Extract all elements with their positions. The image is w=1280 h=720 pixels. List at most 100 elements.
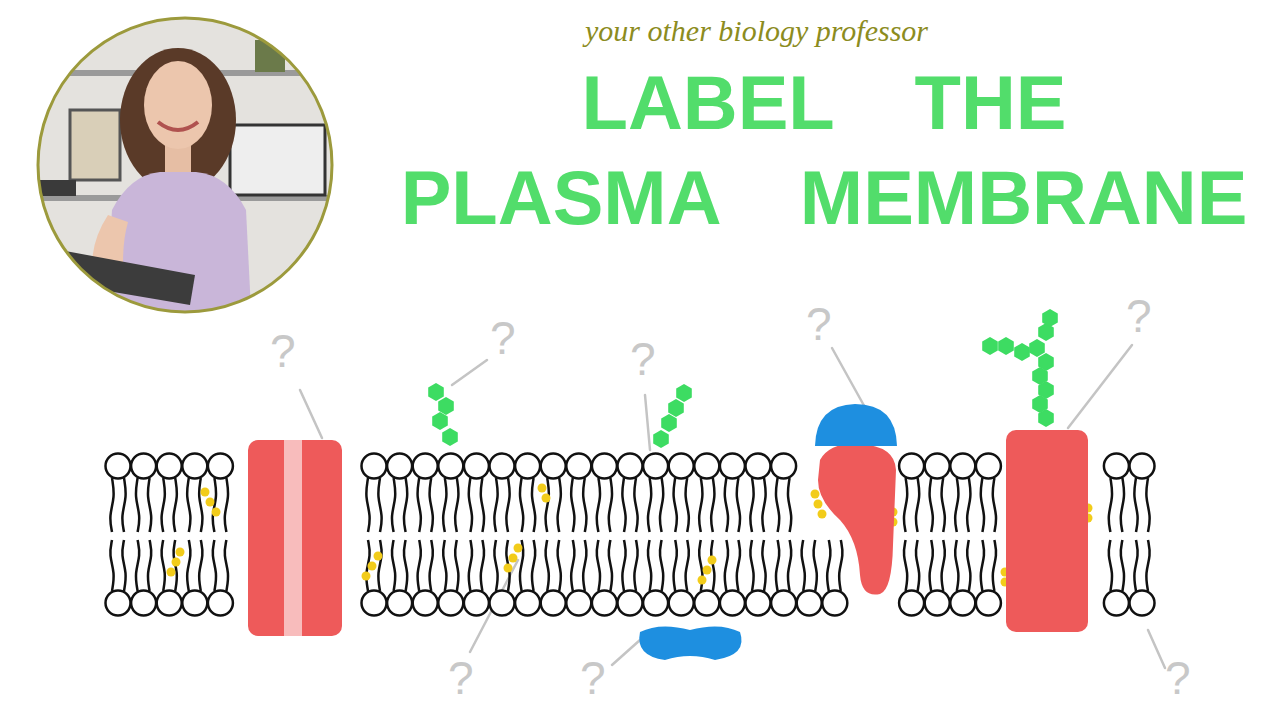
fatty-acid-tail [1134, 478, 1137, 532]
question-mark: ? [1126, 290, 1152, 343]
fatty-acid-tail [634, 478, 637, 532]
phospholipid-head [746, 591, 771, 616]
cholesterol [212, 508, 221, 517]
cholesterol [176, 548, 185, 557]
fatty-acid-tail [737, 540, 740, 591]
phospholipid-head [925, 454, 950, 479]
fatty-acid-tail [418, 478, 421, 532]
fatty-acid-tail [1109, 540, 1112, 591]
phospholipid-head [694, 454, 719, 479]
phospholipid-head [643, 454, 668, 479]
fatty-acid-tail [967, 540, 970, 591]
sugar-unit [982, 337, 998, 355]
fatty-acid-tail [916, 540, 919, 591]
fatty-acid-tail [686, 478, 689, 532]
fatty-acid-tail [455, 478, 458, 532]
fatty-acid-tail [955, 540, 958, 591]
phospholipid-head [490, 454, 515, 479]
presenter-photo [30, 10, 350, 330]
fatty-acid-tail [532, 540, 535, 591]
phospholipid-head [618, 591, 643, 616]
phospholipid-head [515, 591, 540, 616]
fatty-acid-tail [942, 478, 945, 532]
fatty-acid-tail [469, 478, 472, 532]
sugar-unit [1038, 353, 1054, 371]
page-title: LABEL THE PLASMA MEMBRANE [390, 55, 1258, 245]
fatty-acid-tail [802, 540, 805, 591]
fatty-acid-tail [725, 540, 728, 591]
phospholipid-head [413, 454, 438, 479]
leader-lines [300, 345, 1165, 668]
fatty-acid-tail [481, 540, 484, 591]
question-mark: ? [490, 312, 516, 365]
fatty-acid-tail [788, 478, 791, 532]
phospholipid-head [566, 454, 591, 479]
fatty-acid-tail [967, 478, 970, 532]
fatty-acid-tail [378, 540, 381, 591]
photo-border [38, 18, 332, 312]
fatty-acid-tail [481, 478, 484, 532]
fatty-acid-tail [583, 540, 586, 591]
fatty-acid-tail [469, 540, 472, 591]
phospholipid-head [387, 591, 412, 616]
fatty-acid-tail [981, 540, 984, 591]
fatty-acid-tail [725, 478, 728, 532]
photo-background [30, 10, 350, 330]
fatty-acid-tail [1146, 540, 1149, 591]
leader-line [612, 640, 640, 665]
question-mark: ? [806, 298, 832, 351]
fatty-acid-tail [558, 478, 561, 532]
phospholipid-head [771, 454, 796, 479]
fatty-acid-tail [174, 478, 177, 532]
cholesterol [504, 564, 513, 573]
phospholipid-head [746, 454, 771, 479]
phospholipid-head [771, 591, 796, 616]
fatty-acid-tail [443, 478, 446, 532]
fatty-acid-tail [225, 478, 228, 532]
phospholipid-head [592, 591, 617, 616]
fatty-acid-tail [660, 540, 663, 591]
phospholipid-head [1130, 454, 1155, 479]
cholesterol [698, 576, 707, 585]
fatty-acid-tail [788, 540, 791, 591]
fatty-acid-tail [136, 478, 139, 532]
fatty-acid-tail [110, 478, 113, 532]
sugar-unit [1029, 339, 1045, 357]
leader-line [300, 390, 322, 438]
fatty-acid-tail [162, 540, 165, 591]
leader-line [645, 395, 650, 450]
cholesterol [814, 500, 823, 509]
phospholipid-head [157, 454, 182, 479]
fatty-acid-tail [162, 478, 165, 532]
peripheral-protein [815, 404, 897, 446]
cholesterol [708, 556, 717, 565]
fatty-acid-tail [674, 478, 677, 532]
fatty-acid-tail [686, 540, 689, 591]
fatty-acid-tail [148, 540, 151, 591]
smile [158, 122, 198, 130]
phospholipid-head [720, 591, 745, 616]
sugar-unit [438, 397, 454, 415]
fatty-acid-tail [930, 540, 933, 591]
fatty-acid-tail [648, 478, 651, 532]
fatty-acid-tail [993, 540, 996, 591]
hair [120, 48, 236, 192]
phospholipid-head [1104, 591, 1129, 616]
phospholipid-head [566, 591, 591, 616]
question-mark: ? [630, 333, 656, 386]
fatty-acid-tail [993, 478, 996, 532]
channel-pore [284, 440, 302, 636]
fatty-acid-tail [122, 540, 125, 591]
fatty-acid-tail [776, 540, 779, 591]
fatty-acid-tail [532, 478, 535, 532]
phospholipid-head [669, 454, 694, 479]
phospholipid-head [592, 454, 617, 479]
phospholipid-head [131, 591, 156, 616]
fatty-acid-tail [199, 540, 202, 591]
phospholipid-head [182, 591, 207, 616]
phospholipid-head [464, 454, 489, 479]
fatty-acid-tail [711, 478, 714, 532]
fatty-acid-tail [430, 540, 433, 591]
fatty-acid-tail [750, 478, 753, 532]
phospholipid-head [106, 454, 131, 479]
